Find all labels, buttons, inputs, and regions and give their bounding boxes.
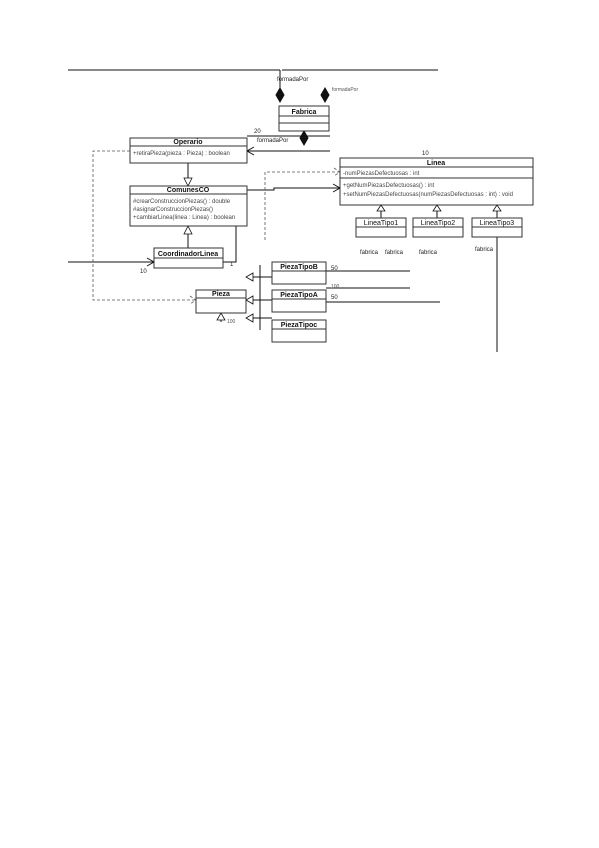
mult-10-coord-label: 10 <box>140 269 147 275</box>
pieza-tipo-a-class-name: PiezaTipoA <box>280 292 318 299</box>
pieza-bottom-head <box>216 312 226 321</box>
class-operario[interactable]: Operario +retiraPieza(pieza : Pieza) : b… <box>129 137 248 164</box>
mult-100-pieza-label: 100 <box>227 319 236 325</box>
comunesco-method-2: +cambiarLinea(linea : Linea) : boolean <box>133 215 235 221</box>
mult-10-linea-label: 10 <box>422 151 429 157</box>
class-linea-tipo3[interactable]: LineaTipo3 <box>471 217 523 238</box>
class-fabrica[interactable]: Fabrica <box>278 105 330 132</box>
linea-method-1: +setNumPiezasDefectuosas(numPiezasDefect… <box>343 192 513 198</box>
fabrica-lt2-label: fabrica <box>419 250 438 256</box>
pieza-class-name: Pieza <box>212 291 230 298</box>
fabrica-class-name: Fabrica <box>292 109 317 116</box>
class-pieza[interactable]: Pieza <box>195 289 247 314</box>
linea-tipo2-gen-head <box>432 204 442 212</box>
operario-pieza-dependency <box>92 150 196 301</box>
fabrica-lt3-label: fabrica <box>475 247 494 253</box>
operario-generalization-head <box>183 177 193 187</box>
mult-1-label: 1 <box>230 262 234 268</box>
fabrica-right-label: formadaPor <box>332 87 358 93</box>
pieza-tipo-c-class-name: PiezaTipoc <box>281 322 318 329</box>
comunesco-class-name: ComunesCO <box>167 187 210 194</box>
operario-method-0: +retiraPieza(pieza : Pieza) : boolean <box>133 151 230 157</box>
comunesco-generalization-head <box>183 225 193 235</box>
class-linea-tipo2[interactable]: LineaTipo2 <box>412 217 464 238</box>
mult-50-b-label: 50 <box>331 266 338 272</box>
class-pieza-tipo-b[interactable]: PiezaTipoB <box>271 261 327 285</box>
mult-20-label: 20 <box>254 129 261 135</box>
pieza-tipoa-gen-head <box>245 295 254 305</box>
fabrica-lt1-b-label: fabrica <box>385 250 404 256</box>
linea-tipo3-class-name: LineaTipo3 <box>480 220 514 227</box>
pieza-tipoc-gen-head <box>245 313 254 323</box>
comunesco-method-1: #asignarConstruccionPiezas() <box>133 207 213 213</box>
linea-tipo2-class-name: LineaTipo2 <box>421 220 455 227</box>
mult-50-a-label: 50 <box>331 295 338 301</box>
pieza-tipob-gen-head <box>245 272 254 282</box>
linea-tipo3-gen-head <box>492 204 502 212</box>
linea-tipo1-gen-head <box>376 204 386 212</box>
class-comunesco[interactable]: ComunesCO #crearConstruccionPiezas() : d… <box>129 185 248 227</box>
class-coordinador-linea[interactable]: CoordinadorLinea <box>153 247 224 269</box>
fabrica-left-diamond <box>275 86 285 104</box>
class-linea[interactable]: Linea -numPiezasDefectuosas : int +getNu… <box>339 157 534 206</box>
fabrica-lt1-a-label: fabrica <box>360 250 379 256</box>
linea-method-0: +getNumPiezasDefectuosas() : int <box>343 183 435 189</box>
coordinador-linea-dependency <box>264 171 340 240</box>
linea-attribute-0: -numPiezasDefectuosas : int <box>343 171 420 177</box>
fabrica-right-diamond <box>320 86 330 104</box>
class-pieza-tipo-c[interactable]: PiezaTipoc <box>271 319 327 343</box>
relationships <box>68 69 502 352</box>
association-labels: formadaPor formadaPor 20 formadaPor 10 1… <box>140 77 494 325</box>
operario-diamond <box>299 129 309 147</box>
coordinador-linea-class-name: CoordinadorLinea <box>158 251 218 258</box>
class-pieza-tipo-a[interactable]: PiezaTipoA <box>271 289 327 313</box>
operario-class-name: Operario <box>173 139 202 146</box>
coordinador-linea-association <box>223 187 340 263</box>
formada-por-top-label: formadaPor <box>277 77 308 83</box>
mult-100-a-label: 100 <box>331 284 340 290</box>
comunesco-method-0: #crearConstruccionPiezas() : double <box>133 199 231 205</box>
linea-class-name: Linea <box>427 160 445 167</box>
pieza-tipo-b-class-name: PiezaTipoB <box>280 264 318 271</box>
class-linea-tipo1[interactable]: LineaTipo1 <box>355 217 407 238</box>
linea-tipo1-class-name: LineaTipo1 <box>364 220 398 227</box>
formada-por-mid-label: formadaPor <box>257 138 288 144</box>
